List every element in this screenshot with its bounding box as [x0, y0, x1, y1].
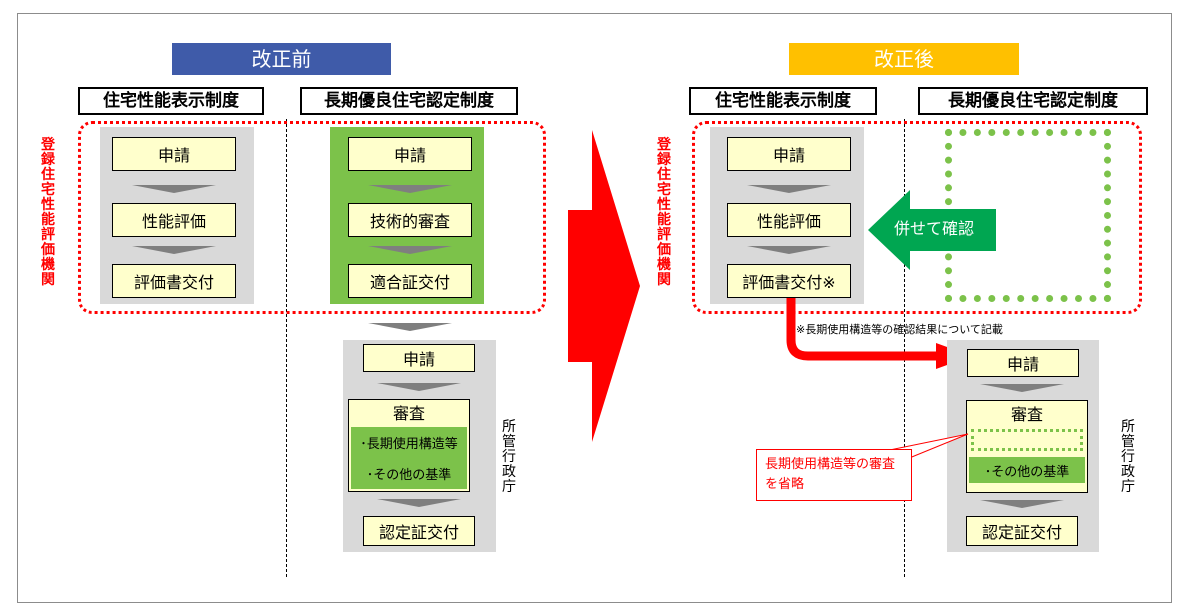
after-admin-apply: 申請 [967, 349, 1079, 377]
before-long-arrow-2 [368, 246, 452, 254]
combined-check-arrow [868, 190, 996, 270]
before-perf-arrow-2 [132, 246, 216, 254]
before-admin-review-title: 審査 [392, 404, 425, 423]
before-system-perf-title: 住宅性能表示制度 [78, 87, 264, 115]
after-org-boundary [692, 121, 1142, 314]
after-perf-arrow-1 [747, 185, 831, 193]
after-admin-review-item-1: ･その他の基準 [984, 464, 1070, 480]
after-admin-issue: 認定証交付 [966, 516, 1078, 546]
before-admin-review-item-2: ･その他の基準 [366, 468, 452, 483]
before-perf-step-1: 申請 [112, 137, 236, 171]
callout-box: 長期使用構造等の審査を省略 [756, 449, 912, 501]
before-admin-apply: 申請 [363, 344, 475, 372]
after-admin-label: 所管行政庁 [1121, 419, 1135, 495]
before-long-arrow-1 [368, 185, 452, 193]
after-perf-step-3: 評価書交付※ [727, 264, 851, 298]
after-admin-review-title: 審査 [1010, 405, 1043, 424]
diagram-frame [17, 13, 1172, 603]
after-divider [904, 119, 905, 577]
before-system-long-title: 長期優良住宅認定制度 [300, 87, 518, 115]
after-admin-arrow-1 [980, 384, 1064, 392]
before-admin-review-box: 審査 ･長期使用構造等 ･その他の基準 [348, 399, 470, 492]
before-admin-arrow-2 [377, 499, 461, 507]
after-system-long-title: 長期優良住宅認定制度 [918, 87, 1148, 115]
callout-text: 長期使用構造等の審査を省略 [765, 457, 896, 492]
after-admin-review-box: 審査 ･その他の基準 [966, 400, 1088, 493]
before-long-step-2: 技術的審査 [348, 203, 472, 237]
after-perf-arrow-2 [747, 246, 831, 254]
before-admin-review-item-1: ･長期使用構造等 [360, 437, 458, 452]
before-admin-issue: 認定証交付 [363, 516, 475, 546]
combined-check-label: 併せて確認 [893, 219, 974, 238]
before-org-boundary [78, 121, 546, 314]
issue-to-apply-arrow [786, 298, 972, 369]
transition-arrow [568, 130, 640, 442]
after-note: ※長期使用構造等の確認結果について記載 [796, 323, 1003, 336]
after-system-perf-title: 住宅性能表示制度 [689, 87, 877, 115]
before-long-step-1: 申請 [348, 137, 472, 171]
before-admin-label: 所管行政庁 [502, 419, 516, 495]
after-banner: 改正後 [789, 43, 1019, 75]
before-perf-step-2: 性能評価 [112, 203, 236, 237]
after-admin-review-list: ･その他の基準 [969, 457, 1085, 483]
after-perf-step-2: 性能評価 [727, 203, 851, 237]
before-perf-arrow-1 [132, 185, 216, 193]
before-long-step-3: 適合証交付 [348, 264, 472, 298]
before-admin-review-list: ･長期使用構造等 ･その他の基準 [351, 427, 467, 489]
before-admin-arrow-1 [377, 383, 461, 391]
after-perf-step-1: 申請 [727, 137, 851, 171]
after-admin-arrow-2 [980, 500, 1064, 508]
after-admin-review-omitted [971, 429, 1083, 451]
before-perf-step-3: 評価書交付 [112, 264, 236, 298]
before-org-label: 登録住宅性能評価機関 [41, 137, 55, 288]
before-banner: 改正前 [172, 43, 391, 75]
before-divider [286, 119, 287, 577]
after-org-label: 登録住宅性能評価機関 [657, 137, 671, 288]
before-to-admin-arrow [368, 323, 452, 331]
